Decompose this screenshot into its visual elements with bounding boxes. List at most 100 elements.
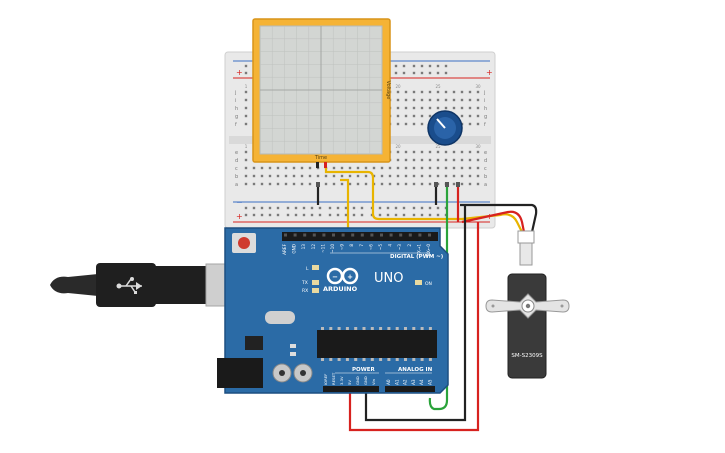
- breadboard-hole[interactable]: [452, 106, 456, 110]
- rail-hole[interactable]: [436, 206, 440, 210]
- breadboard-hole[interactable]: [468, 98, 472, 102]
- rail-hole[interactable]: [352, 206, 356, 210]
- rail-hole[interactable]: [276, 206, 280, 210]
- breadboard-hole[interactable]: [332, 182, 336, 186]
- breadboard-hole[interactable]: [268, 166, 272, 170]
- breadboard-hole[interactable]: [244, 90, 248, 94]
- breadboard-hole[interactable]: [404, 174, 408, 178]
- rail-hole[interactable]: [252, 206, 256, 210]
- breadboard-hole[interactable]: [436, 90, 440, 94]
- breadboard-hole[interactable]: [420, 122, 424, 126]
- breadboard-hole[interactable]: [268, 174, 272, 178]
- breadboard-hole[interactable]: [452, 182, 456, 186]
- breadboard-hole[interactable]: [252, 166, 256, 170]
- breadboard-hole[interactable]: [476, 114, 480, 118]
- rail-hole[interactable]: [412, 71, 416, 75]
- header-pin[interactable]: [370, 233, 374, 237]
- breadboard-hole[interactable]: [468, 166, 472, 170]
- breadboard-hole[interactable]: [404, 106, 408, 110]
- header-pin[interactable]: [341, 233, 345, 237]
- breadboard-hole[interactable]: [444, 106, 448, 110]
- breadboard-hole[interactable]: [476, 90, 480, 94]
- breadboard-hole[interactable]: [260, 166, 264, 170]
- breadboard-hole[interactable]: [292, 166, 296, 170]
- rail-hole[interactable]: [260, 206, 264, 210]
- breadboard-hole[interactable]: [420, 166, 424, 170]
- breadboard-hole[interactable]: [460, 90, 464, 94]
- breadboard-hole[interactable]: [420, 174, 424, 178]
- breadboard-hole[interactable]: [428, 150, 432, 154]
- rail-hole[interactable]: [378, 213, 382, 217]
- breadboard-hole[interactable]: [244, 166, 248, 170]
- breadboard-hole[interactable]: [380, 174, 384, 178]
- breadboard-hole[interactable]: [396, 174, 400, 178]
- header-pin[interactable]: [322, 233, 326, 237]
- breadboard-hole[interactable]: [340, 174, 344, 178]
- breadboard-hole[interactable]: [444, 98, 448, 102]
- rail-hole[interactable]: [302, 213, 306, 217]
- breadboard-hole[interactable]: [404, 182, 408, 186]
- header-pin[interactable]: [293, 233, 297, 237]
- breadboard-hole[interactable]: [412, 174, 416, 178]
- rail-hole[interactable]: [428, 206, 432, 210]
- breadboard-hole[interactable]: [364, 182, 368, 186]
- breadboard-hole[interactable]: [444, 90, 448, 94]
- rail-hole[interactable]: [402, 64, 406, 68]
- breadboard-hole[interactable]: [252, 174, 256, 178]
- breadboard-hole[interactable]: [428, 174, 432, 178]
- rail-hole[interactable]: [318, 213, 322, 217]
- breadboard-hole[interactable]: [316, 174, 320, 178]
- rail-hole[interactable]: [428, 71, 432, 75]
- rail-hole[interactable]: [310, 213, 314, 217]
- breadboard-hole[interactable]: [412, 150, 416, 154]
- breadboard-hole[interactable]: [452, 150, 456, 154]
- breadboard-hole[interactable]: [476, 174, 480, 178]
- header-pin[interactable]: [380, 233, 383, 237]
- rail-hole[interactable]: [360, 206, 364, 210]
- breadboard-hole[interactable]: [396, 166, 400, 170]
- header-pin[interactable]: [303, 233, 307, 237]
- rail-hole[interactable]: [244, 64, 248, 68]
- header-pin[interactable]: [428, 233, 431, 237]
- breadboard-hole[interactable]: [396, 90, 400, 94]
- breadboard-hole[interactable]: [300, 182, 304, 186]
- rail-hole[interactable]: [386, 213, 390, 217]
- breadboard-hole[interactable]: [460, 158, 464, 162]
- breadboard-hole[interactable]: [388, 174, 392, 178]
- oscilloscope[interactable]: Time Voltage: [252, 18, 391, 168]
- breadboard-hole[interactable]: [396, 106, 400, 110]
- breadboard-hole[interactable]: [340, 182, 344, 186]
- rail-hole[interactable]: [244, 213, 248, 217]
- breadboard-hole[interactable]: [452, 98, 456, 102]
- rail-hole[interactable]: [294, 206, 298, 210]
- breadboard-hole[interactable]: [308, 174, 312, 178]
- breadboard-hole[interactable]: [396, 182, 400, 186]
- rail-hole[interactable]: [336, 206, 340, 210]
- breadboard-hole[interactable]: [428, 114, 432, 118]
- rail-hole[interactable]: [444, 64, 448, 68]
- rail-hole[interactable]: [286, 213, 290, 217]
- breadboard-hole[interactable]: [396, 122, 400, 126]
- breadboard-hole[interactable]: [404, 166, 408, 170]
- rail-hole[interactable]: [402, 206, 406, 210]
- breadboard-hole[interactable]: [436, 150, 440, 154]
- header-pin[interactable]: [408, 233, 412, 237]
- header-pin[interactable]: [360, 233, 364, 237]
- rail-hole[interactable]: [378, 206, 382, 210]
- breadboard-hole[interactable]: [428, 98, 432, 102]
- breadboard-hole[interactable]: [396, 158, 400, 162]
- rail-hole[interactable]: [310, 206, 314, 210]
- breadboard-hole[interactable]: [396, 150, 400, 154]
- rail-hole[interactable]: [436, 64, 440, 68]
- breadboard-hole[interactable]: [340, 166, 344, 170]
- rail-hole[interactable]: [268, 213, 272, 217]
- rail-hole[interactable]: [336, 213, 340, 217]
- breadboard-hole[interactable]: [476, 182, 480, 186]
- scope-probe-negative[interactable]: [316, 162, 319, 168]
- breadboard-hole[interactable]: [436, 166, 440, 170]
- rail-hole[interactable]: [294, 213, 298, 217]
- breadboard-hole[interactable]: [468, 174, 472, 178]
- breadboard-hole[interactable]: [244, 122, 248, 126]
- breadboard-hole[interactable]: [452, 90, 456, 94]
